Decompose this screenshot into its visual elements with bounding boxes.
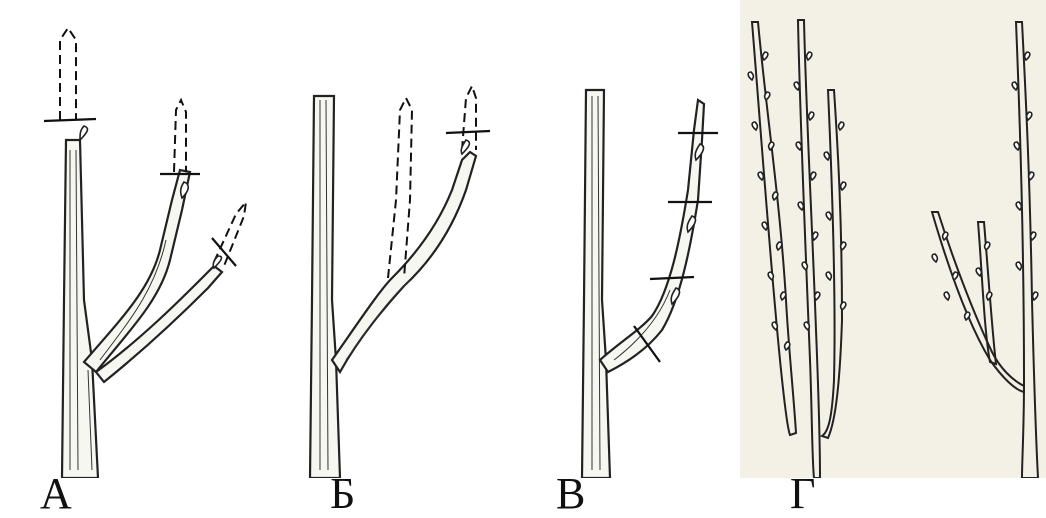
panel-label-v: В <box>556 472 585 516</box>
pruning-illustration <box>0 0 1046 478</box>
panel-g-drawing <box>748 20 1038 478</box>
panel-label-b: Б <box>330 472 355 516</box>
panel-b-drawing <box>310 86 490 478</box>
panel-a-drawing <box>44 28 246 478</box>
panel-v-drawing <box>582 90 718 478</box>
panel-label-g: Г <box>790 472 815 516</box>
panel-label-a: А <box>40 472 72 516</box>
